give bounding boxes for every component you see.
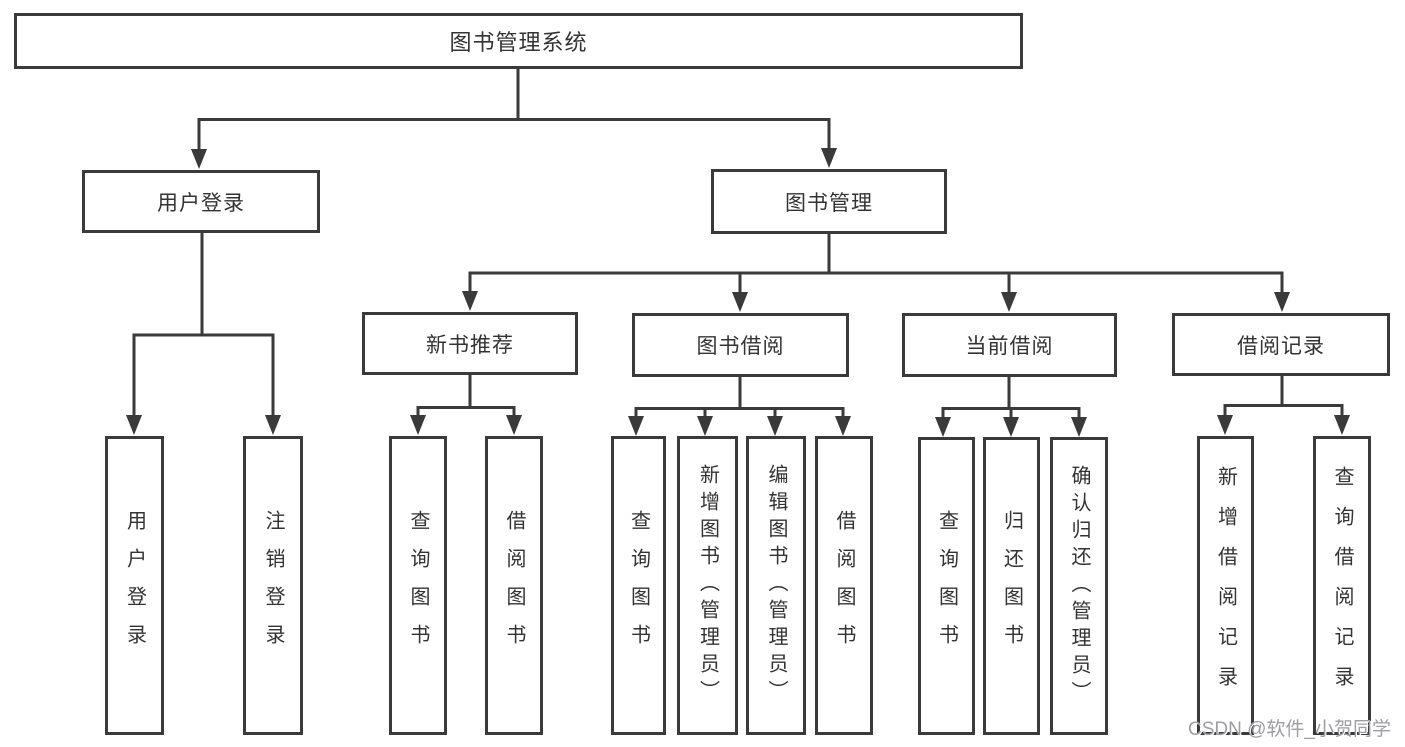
leaf-edit-book-admin-label: 编辑图书（管理员） — [765, 464, 787, 707]
leaf-borrow-books-recommend: 借阅图书 — [485, 436, 543, 735]
leaf-user-login-label: 用户登录 — [123, 509, 146, 662]
node-borrowing-records: 借阅记录 — [1172, 313, 1390, 376]
leaf-query-borrow-record-label: 查询借阅记录 — [1331, 465, 1353, 706]
leaf-query-borrow-record: 查询借阅记录 — [1313, 436, 1371, 735]
leaf-add-book-admin-label: 新增图书（管理员） — [696, 464, 719, 707]
arrowheads — [126, 148, 1350, 437]
node-book-management: 图书管理 — [711, 169, 947, 234]
node-book-borrowing: 图书借阅 — [632, 313, 849, 377]
node-current-borrowing: 当前借阅 — [902, 313, 1117, 377]
leaf-borrow-book: 借阅图书 — [815, 436, 873, 735]
leaf-query-books-recommend: 查询图书 — [389, 436, 447, 735]
leaf-confirm-return-admin: 确认归还（管理员） — [1050, 437, 1108, 735]
leaf-query-books-current-label: 查询图书 — [935, 510, 958, 662]
leaf-query-books-borrow-label: 查询图书 — [627, 509, 650, 662]
leaf-logout-label: 注销登录 — [262, 509, 284, 662]
leaf-add-borrow-record: 新增借阅记录 — [1197, 436, 1254, 735]
leaf-edit-book-admin: 编辑图书（管理员） — [746, 436, 806, 735]
leaf-query-books-recommend-label: 查询图书 — [407, 509, 429, 662]
node-user-login: 用户登录 — [82, 170, 320, 233]
leaf-confirm-return-admin-label: 确认归还（管理员） — [1068, 464, 1090, 708]
leaf-user-login: 用户登录 — [105, 436, 164, 735]
leaf-query-books-current: 查询图书 — [918, 437, 975, 735]
leaf-return-book: 归还图书 — [983, 437, 1040, 735]
node-library-system: 图书管理系统 — [14, 13, 1023, 69]
leaf-borrow-book-label: 借阅图书 — [833, 509, 855, 662]
leaf-add-book-admin: 新增图书（管理员） — [677, 436, 738, 735]
leaf-logout: 注销登录 — [243, 436, 303, 735]
leaf-borrow-books-recommend-label: 借阅图书 — [503, 509, 525, 662]
csdn-watermark: CSDN @软件_小贺同学 — [1188, 719, 1391, 740]
leaf-add-borrow-record-label: 新增借阅记录 — [1214, 465, 1237, 706]
leaf-query-books-borrow: 查询图书 — [611, 436, 666, 735]
leaf-return-book-label: 归还图书 — [1000, 510, 1023, 662]
node-new-book-recommendation: 新书推荐 — [362, 312, 578, 375]
